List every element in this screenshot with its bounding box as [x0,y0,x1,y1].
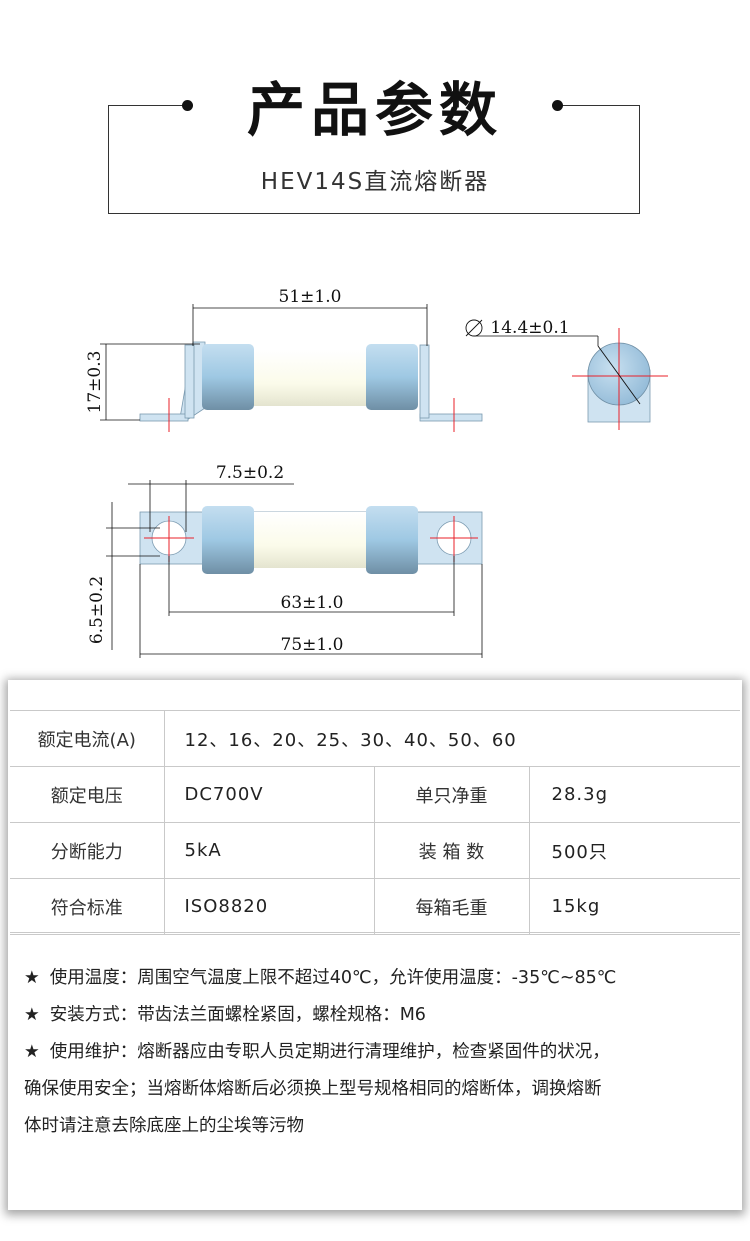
spec-value: DC700V [163,766,375,823]
dim-length: 51±1.0 [279,287,342,307]
page-title: 产品参数 [246,76,503,144]
spec-label: 分断能力 [10,822,165,879]
star-icon: ★ [24,968,40,988]
spec-value: ISO8820 [163,878,375,935]
note-maintenance-cont: 体时请注意去除底座上的尘埃等污物 [24,1116,304,1136]
note-text: 使用维护：熔断器应由专职人员定期进行清理维护，检查紧固件的状况， [49,1042,610,1062]
spec-label: 额定电流(A) [10,710,165,767]
dim-diameter: 14.4±0.1 [490,318,569,338]
table-row: 额定电压 DC700V 单只净重 28.3g [10,766,740,823]
spec-value: 5kA [163,822,375,879]
spec-value: 500只 [528,822,740,879]
spec-value: 15kg [528,878,740,935]
plan-view: 7.5±0.2 6.5±0.2 63±1.0 75±1.0 [87,463,483,658]
table-row: 分断能力 5kA 装 箱 数 500只 [10,822,740,879]
frame-dot-right [552,100,563,111]
frame-top-right [560,105,640,106]
spec-label: 每箱毛重 [373,878,530,935]
table-row: 符合标准 ISO8820 每箱毛重 15kg [10,878,740,935]
dim-slot: 7.5±0.2 [216,463,284,483]
dim-height: 17±0.3 [85,351,105,414]
note-text: 安装方式：带齿法兰面螺栓紧固，螺栓规格：M6 [49,1005,426,1025]
spec-table: 额定电流(A) 12、16、20、25、30、40、50、60 额定电压 DC7… [10,710,740,935]
spec-label: 单只净重 [373,766,530,823]
star-icon: ★ [24,1042,40,1062]
dim-tab-width: 6.5±0.2 [87,576,107,644]
spec-value: 12、16、20、25、30、40、50、60 [163,710,740,767]
notes-divider [10,932,740,933]
table-row: 额定电流(A) 12、16、20、25、30、40、50、60 [10,710,740,767]
usage-notes: ★ 使用温度：周围空气温度上限不超过40℃，允许使用温度：-35℃~85℃ ★ 安装… [24,960,704,1145]
spec-value: 28.3g [528,766,740,823]
end-view: 14.4±0.1 [465,318,668,430]
title-frame [108,105,640,214]
fuse-technical-drawing: 51±1.0 17±0.3 14.4±0.1 7.5±0 [85,287,668,658]
star-icon: ★ [24,1005,40,1025]
note-maintenance-cont: 确保使用安全；当熔断体熔断后必须换上型号规格相同的熔断体，调换熔断 [24,1079,602,1099]
dim-total: 75±1.0 [281,635,344,655]
side-view: 51±1.0 17±0.3 [85,287,483,432]
spec-label: 符合标准 [10,878,165,935]
page-subtitle: HEV14S直流熔断器 [260,169,490,195]
note-text: 使用温度：周围空气温度上限不超过40℃，允许使用温度：-35℃~85℃ [49,968,617,988]
spec-label: 装 箱 数 [373,822,530,879]
spec-label: 额定电压 [10,766,165,823]
note-installation: ★ 安装方式：带齿法兰面螺栓紧固，螺栓规格：M6 [24,997,704,1034]
note-temperature: ★ 使用温度：周围空气温度上限不超过40℃，允许使用温度：-35℃~85℃ [24,960,704,997]
frame-dot-left [182,100,193,111]
frame-top-left [108,105,188,106]
dim-hole-center: 63±1.0 [281,593,344,613]
note-maintenance: ★ 使用维护：熔断器应由专职人员定期进行清理维护，检查紧固件的状况， [24,1034,704,1071]
